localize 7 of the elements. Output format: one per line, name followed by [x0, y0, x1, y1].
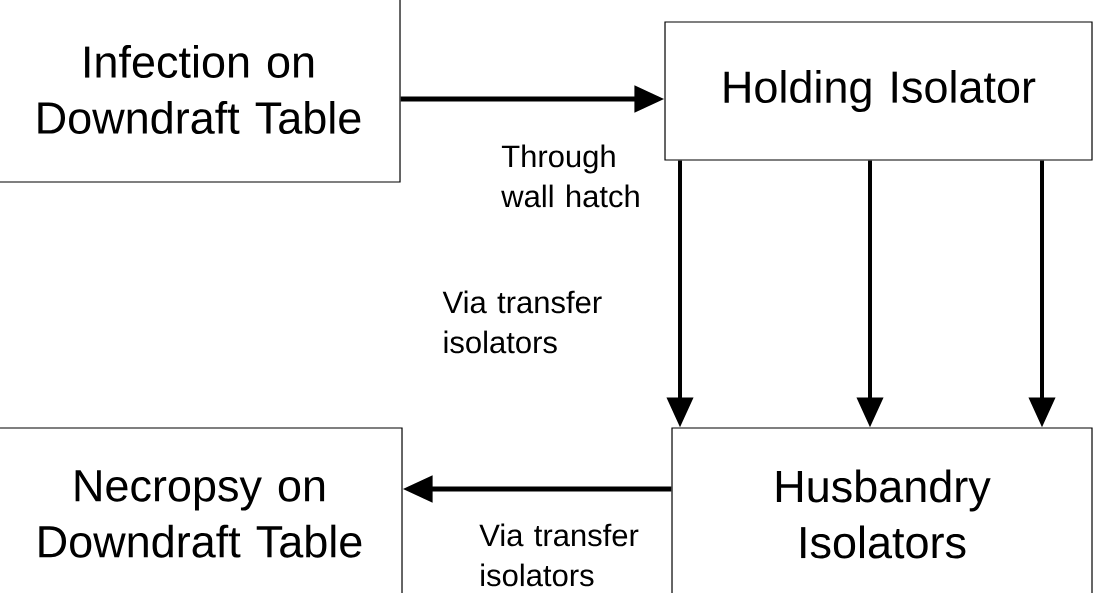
edge-label: Via transfer isolators — [479, 523, 639, 587]
process-box: Infection on Downdraft Table — [0, 0, 401, 183]
process-box: Husbandry Isolators — [671, 427, 1093, 593]
process-box: Necropsy on Downdraft Table — [0, 427, 403, 593]
edge-label: Through wall hatch — [501, 144, 639, 208]
process-box: Holding Isolator — [664, 21, 1093, 161]
edge-label: Via transfer isolators — [442, 290, 602, 354]
